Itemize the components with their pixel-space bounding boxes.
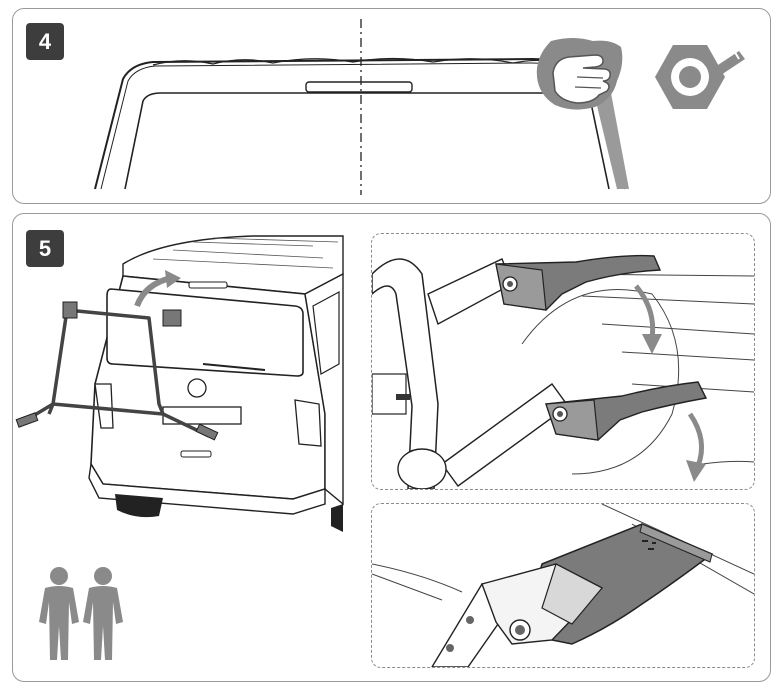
clamp-closeup-detail [371, 503, 755, 668]
clamp-rotation-illustration [372, 254, 754, 489]
two-persons-icon [39, 567, 123, 660]
tape-measure-icon [655, 45, 745, 109]
step-5-badge: 5 [26, 230, 64, 267]
van-rear-with-carrier-illustration [15, 235, 344, 532]
step-4-badge: 4 [26, 23, 64, 60]
clamp-closeup-illustration [372, 504, 754, 667]
step-5-panel: 5 [12, 213, 771, 682]
clamp-rotation-detail [371, 233, 755, 490]
hand-wipe-icon [536, 38, 623, 110]
step-4-panel: 4 [12, 8, 771, 204]
